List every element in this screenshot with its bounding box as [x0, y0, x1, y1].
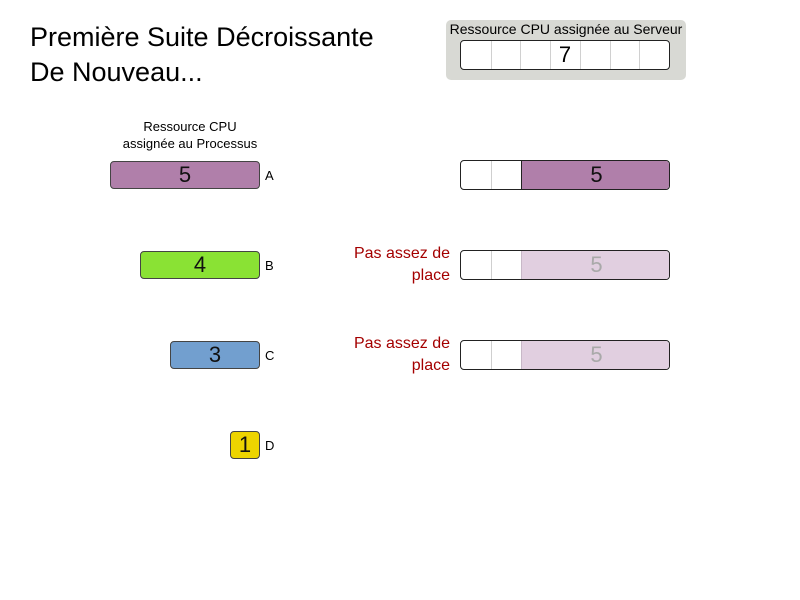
server-cell-divider [609, 41, 611, 69]
process-value-d: 1 [238, 432, 252, 457]
page-title-line-2: De Nouveau... [30, 57, 203, 87]
process-value-b: 4 [193, 252, 207, 277]
process-bar-a: 5 [110, 161, 260, 189]
server-cell-divider [520, 41, 522, 69]
no-space-message-line-1: Pas assez de [353, 245, 450, 262]
server-cell-divider [579, 41, 581, 69]
rejected-segment-value: 5 [590, 252, 603, 277]
rejected-segment-b: 5 [521, 251, 669, 279]
no-space-message-b: Pas assez de place [320, 243, 450, 287]
process-label-d: D [265, 438, 275, 453]
server-capacity-value: 7 [558, 42, 572, 67]
process-label-b: B [265, 258, 274, 273]
process-column-header: Ressource CPU assignée au Processus [110, 118, 270, 152]
slot-cell-divider [491, 341, 492, 369]
process-bar-b: 4 [140, 251, 260, 279]
no-space-message-line-1: Pas assez de [353, 335, 450, 352]
no-space-message-c: Pas assez de place [320, 333, 450, 377]
server-cell-divider [639, 41, 641, 69]
server-capacity-panel: Ressource CPU assignée au Serveur 7 [446, 20, 686, 80]
process-value-a: 5 [178, 162, 192, 187]
no-space-message-line-2: place [411, 357, 450, 374]
page-title: Première Suite Décroissante De Nouveau..… [30, 20, 374, 90]
server-slot-row-2: 5 [460, 250, 670, 280]
page-title-line-1: Première Suite Décroissante [30, 22, 374, 52]
process-label-a: A [265, 168, 274, 183]
placed-segment-a: 5 [521, 161, 669, 189]
slot-cell-divider [491, 251, 492, 279]
server-cell-divider [550, 41, 552, 69]
server-slot-row-1: 5 [460, 160, 670, 190]
server-capacity-box: 7 [460, 40, 670, 70]
server-cell-divider [490, 41, 492, 69]
process-column-header-line-2: assignée au Processus [122, 136, 258, 151]
rejected-segment-c: 5 [521, 341, 669, 369]
process-bar-c: 3 [170, 341, 260, 369]
rejected-segment-value: 5 [590, 342, 603, 367]
slot-cell-divider [491, 161, 492, 189]
process-column-header-line-1: Ressource CPU [143, 119, 237, 134]
placed-segment-value: 5 [590, 162, 603, 187]
server-slot-row-3: 5 [460, 340, 670, 370]
no-space-message-line-2: place [411, 267, 450, 284]
process-bar-d: 1 [230, 431, 260, 459]
server-capacity-label: Ressource CPU assignée au Serveur [449, 21, 683, 37]
process-label-c: C [265, 348, 275, 363]
process-value-c: 3 [208, 342, 222, 367]
